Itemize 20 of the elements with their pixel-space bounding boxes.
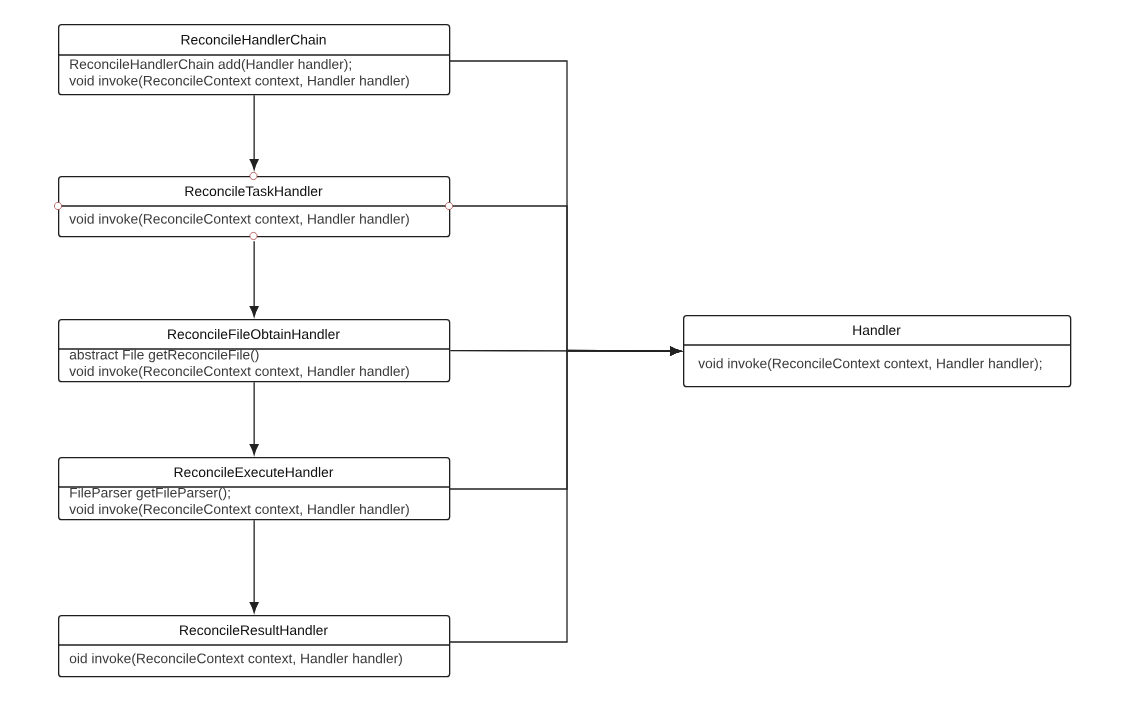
arrow [249,240,259,318]
method-signature: FileParser getFileParser(); [70,487,230,501]
class-name: ReconcileHandlerChain [181,34,326,45]
class-name: ReconcileTaskHandler [185,185,323,197]
method-signature: oid invoke(ReconcileContext context, Handler handler) [69,653,402,666]
class-name: ReconcileFileObtainHandler [168,328,340,340]
class-name: ReconcileResultHandler [180,624,328,636]
method-signature: ReconcileHandlerChain add(Handler handler); [70,58,351,72]
arrow [249,94,259,171]
method-signature: void invoke(ReconcileContext context, Handler handler) [69,365,409,379]
method-signature: void invoke(ReconcileContext context, Handler handler); [698,358,1042,371]
method-signature: void invoke(ReconcileContext context, Handler handler) [69,213,409,227]
arrow [448,346,682,643]
class-name: Handler [853,324,901,336]
method-signature: abstract File getReconcileFile() [69,349,259,363]
method-signature: void invoke(ReconcileContext context, Handler handler) [69,75,409,89]
class-name: ReconcileExecuteHandler [174,466,334,478]
arrow [249,519,259,614]
method-signature: void invoke(ReconcileContext context, Handler handler) [69,503,409,517]
arrow [249,381,259,456]
